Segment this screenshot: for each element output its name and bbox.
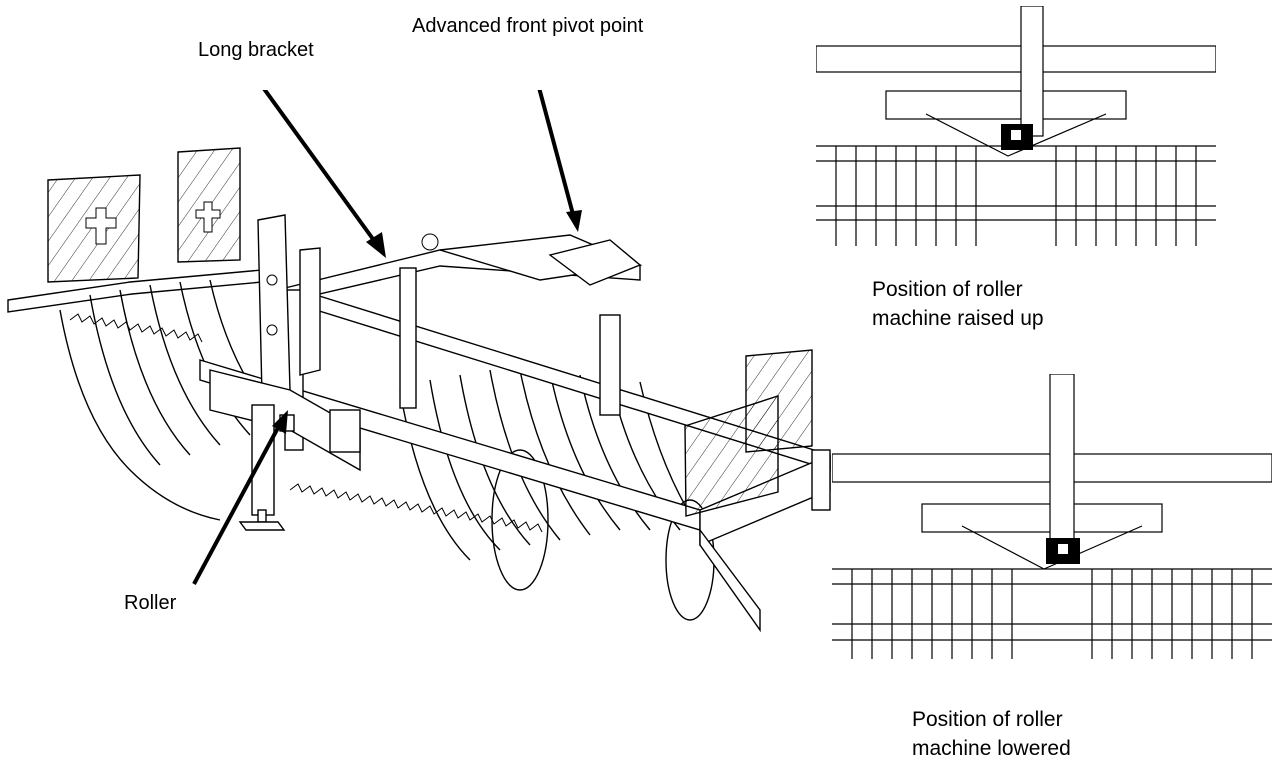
caption-lowered: Position of roller machine lowered xyxy=(912,705,1071,763)
caption-raised-line-2: machine raised up xyxy=(872,307,1044,330)
label-advanced-front-pivot-point: Advanced front pivot point xyxy=(412,15,644,37)
callout-arrows xyxy=(192,90,582,585)
tine-rows-lower xyxy=(851,569,1253,659)
left-warning-plates xyxy=(47,147,241,283)
pivot-block xyxy=(329,409,361,453)
headstock xyxy=(257,214,439,397)
support-leg xyxy=(238,404,295,531)
caption-raised-line-1: Position of roller xyxy=(872,278,1023,301)
right-warning-plates xyxy=(684,349,831,517)
caption-lowered-line-2: machine lowered xyxy=(912,737,1071,760)
detail-raised-up xyxy=(816,6,1216,246)
detail-lowered xyxy=(832,374,1272,659)
caption-lowered-line-1: Position of roller xyxy=(912,708,1063,731)
label-long-bracket: Long bracket xyxy=(198,39,314,61)
label-roller: Roller xyxy=(124,592,177,614)
caption-raised: Position of roller machine raised up xyxy=(872,275,1044,333)
roller-machine-drawing xyxy=(7,90,831,633)
tine-rows-upper xyxy=(835,146,1197,246)
